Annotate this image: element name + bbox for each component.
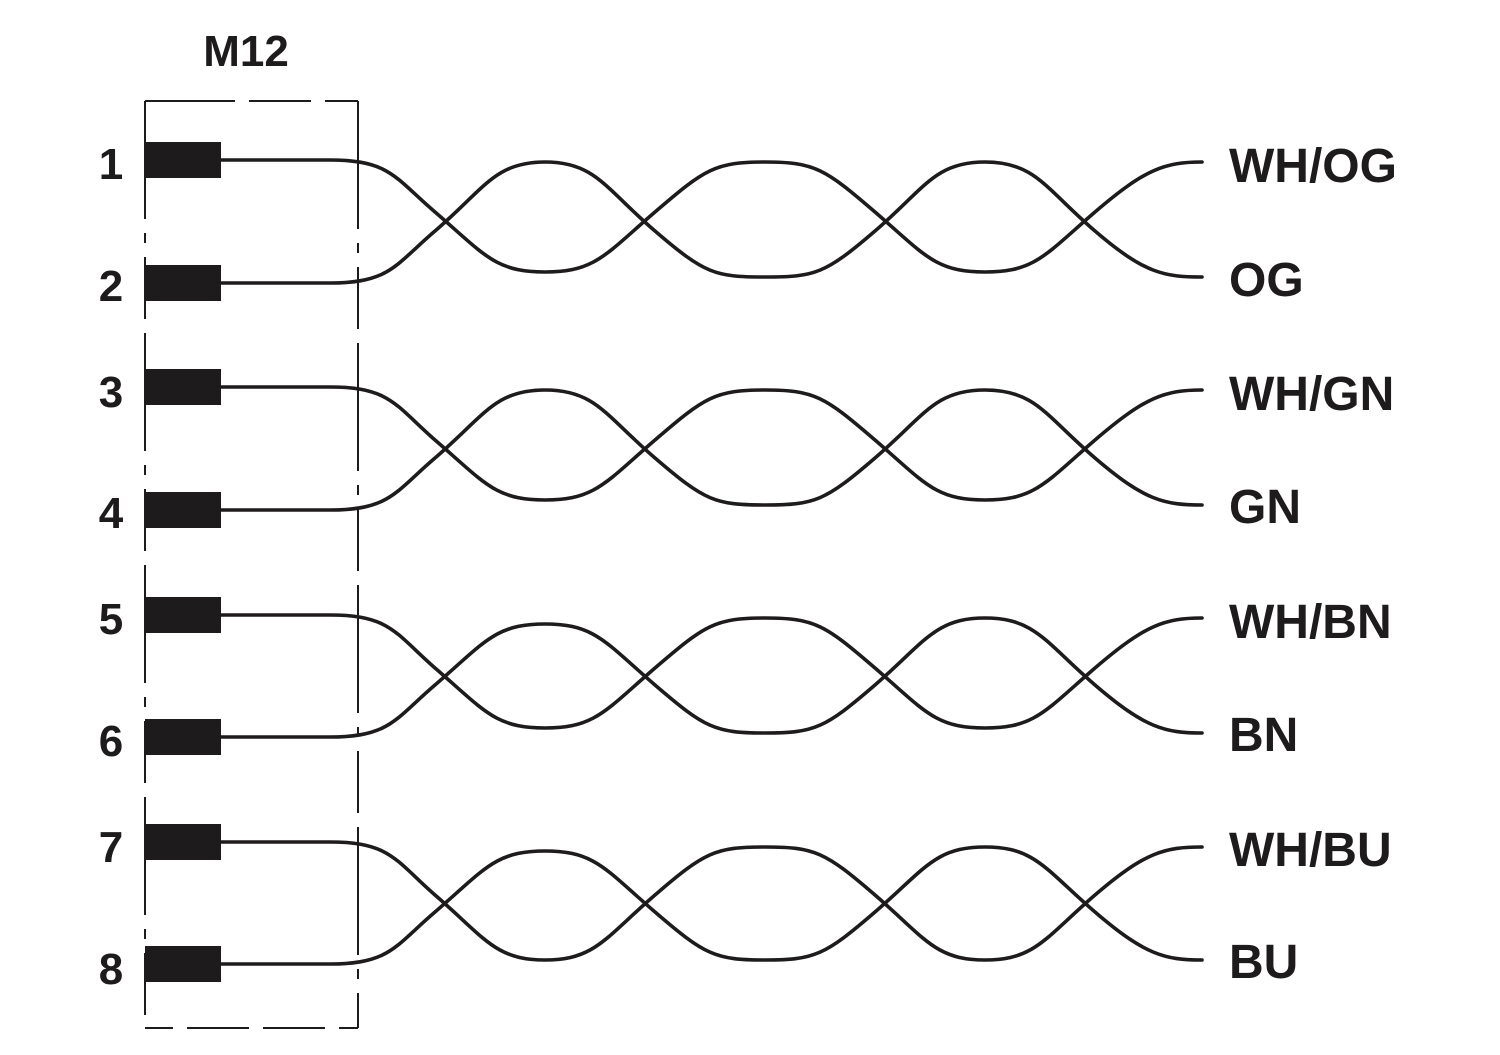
wire-pair-4: 7 8 WH/BU BU (99, 823, 1392, 994)
wire-pin-1 (219, 158, 1204, 274)
pin-contact-3 (145, 369, 221, 405)
connector-label: M12 (203, 27, 289, 76)
wire-color-wh-bu: WH/BU (1229, 824, 1392, 877)
pin-contact-6 (145, 719, 221, 755)
wire-color-bn: BN (1229, 709, 1298, 762)
pin-number-6: 6 (99, 717, 123, 766)
pin-number-4: 4 (99, 489, 124, 538)
wire-color-wh-bn: WH/BN (1229, 596, 1392, 649)
wire-pin-5 (219, 613, 1204, 730)
wire-pin-4 (219, 388, 1204, 512)
pin-number-5: 5 (99, 595, 123, 644)
pin-number-1: 1 (99, 140, 123, 189)
wire-pin-3 (219, 385, 1204, 502)
pin-contact-8 (145, 946, 221, 982)
pin-number-2: 2 (99, 262, 123, 311)
wire-pair-1: 1 2 WH/OG OG (99, 140, 1397, 311)
connector-housing-outline (144, 100, 359, 1029)
wire-pin-2 (219, 160, 1204, 285)
pin-contact-2 (145, 265, 221, 301)
wire-color-wh-gn: WH/GN (1229, 368, 1394, 421)
pin-contact-7 (145, 824, 221, 860)
wire-pin-8 (219, 845, 1204, 966)
pin-number-3: 3 (99, 368, 123, 417)
pin-contact-4 (145, 492, 221, 528)
wire-pin-7 (219, 840, 1204, 962)
wire-pin-6 (219, 616, 1204, 739)
wire-color-wh-og: WH/OG (1229, 140, 1397, 193)
pin-number-7: 7 (99, 823, 123, 872)
pin-number-8: 8 (99, 945, 123, 994)
wire-color-og: OG (1229, 254, 1304, 307)
pin-contact-1 (145, 142, 221, 178)
wire-color-bu: BU (1229, 936, 1298, 989)
wire-pair-2: 3 4 WH/GN GN (99, 368, 1395, 538)
wire-color-gn: GN (1229, 481, 1301, 534)
pin-contact-5 (145, 597, 221, 633)
wire-pair-3: 5 6 WH/BN BN (99, 595, 1392, 766)
